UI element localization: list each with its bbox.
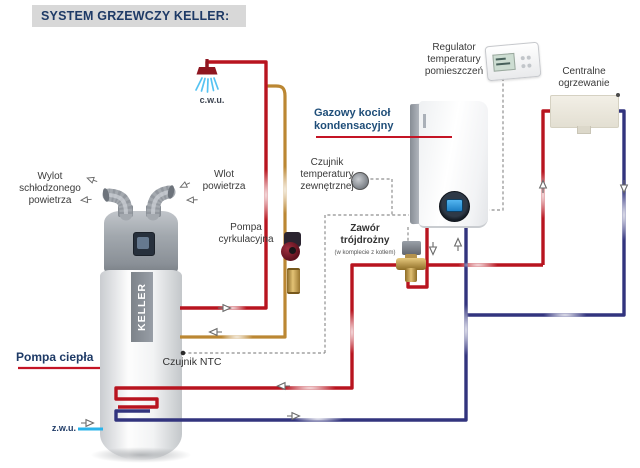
boiler-leader-line	[316, 136, 452, 138]
cwu-label: c.w.u.	[199, 95, 225, 105]
thermostat-button	[520, 55, 525, 61]
room-regulator-label: Regulator temperatury pomieszczeń	[424, 42, 484, 78]
circulation-pump-label: Pompa cyrkulacyjna	[218, 222, 274, 246]
gas-boiler	[410, 101, 488, 228]
wire-outdoor-sensor	[365, 178, 393, 215]
three-way-valve-device	[396, 241, 426, 283]
pipe-dhw-circulation-gold	[180, 84, 287, 339]
air-ducts	[102, 185, 176, 221]
thermostat-button	[521, 63, 526, 69]
ntc-sensor-dot	[180, 350, 186, 356]
ntc-sensor-label: Czujnik NTC	[162, 356, 222, 368]
circulation-pump-device	[281, 232, 305, 266]
zwu-label: z.w.u.	[51, 423, 76, 433]
page-title: SYSTEM GRZEWCZY KELLER:	[41, 9, 230, 23]
valve-actuator	[402, 241, 421, 255]
room-thermostat-device	[484, 41, 542, 82]
air-outlet-label: Wylot schłodzonego powietrza	[19, 171, 81, 207]
air-inlet-label: Wlot powietrza	[202, 169, 246, 193]
shower-icon	[195, 59, 219, 93]
outdoor-temperature-sensor-icon	[351, 172, 369, 190]
air-flow-arrows	[80, 174, 199, 204]
central-heating-label: Centralne ogrzewanie	[558, 66, 610, 90]
heat-pump-display	[133, 232, 155, 256]
outdoor-sensor-label: Czujnik temperatury zewnętrznej	[300, 157, 354, 193]
heat-pump-label: Pompa ciepła	[16, 350, 94, 364]
valve-body	[396, 258, 426, 270]
tank-brand-banner: KELLER	[131, 272, 153, 342]
brass-fitting	[287, 268, 300, 294]
radiator	[550, 93, 620, 128]
pump-knob	[289, 247, 296, 254]
boiler-logo-mark	[423, 114, 426, 128]
radiator-bracket	[577, 126, 591, 134]
wire-regulator-to-boiler	[489, 78, 504, 211]
tank-shadow	[90, 447, 192, 463]
valve-bottom-port	[405, 268, 417, 282]
thermostat-button	[527, 63, 532, 68]
radiator-vent-icon	[616, 93, 620, 97]
gas-boiler-label: Gazowy kocioł kondensacyjny	[314, 107, 394, 133]
boiler-screen	[446, 199, 463, 212]
page-title-bar: SYSTEM GRZEWCZY KELLER:	[32, 5, 246, 27]
thermostat-button	[526, 55, 531, 60]
pipe-heating-main-and-tank-coil-red	[114, 263, 543, 409]
three-way-valve-note: (w komplecie z kotłem)	[334, 250, 396, 256]
three-way-valve-label: Zawór trójdrożny	[340, 223, 390, 247]
wire-ntc-to-boiler	[324, 214, 409, 353]
